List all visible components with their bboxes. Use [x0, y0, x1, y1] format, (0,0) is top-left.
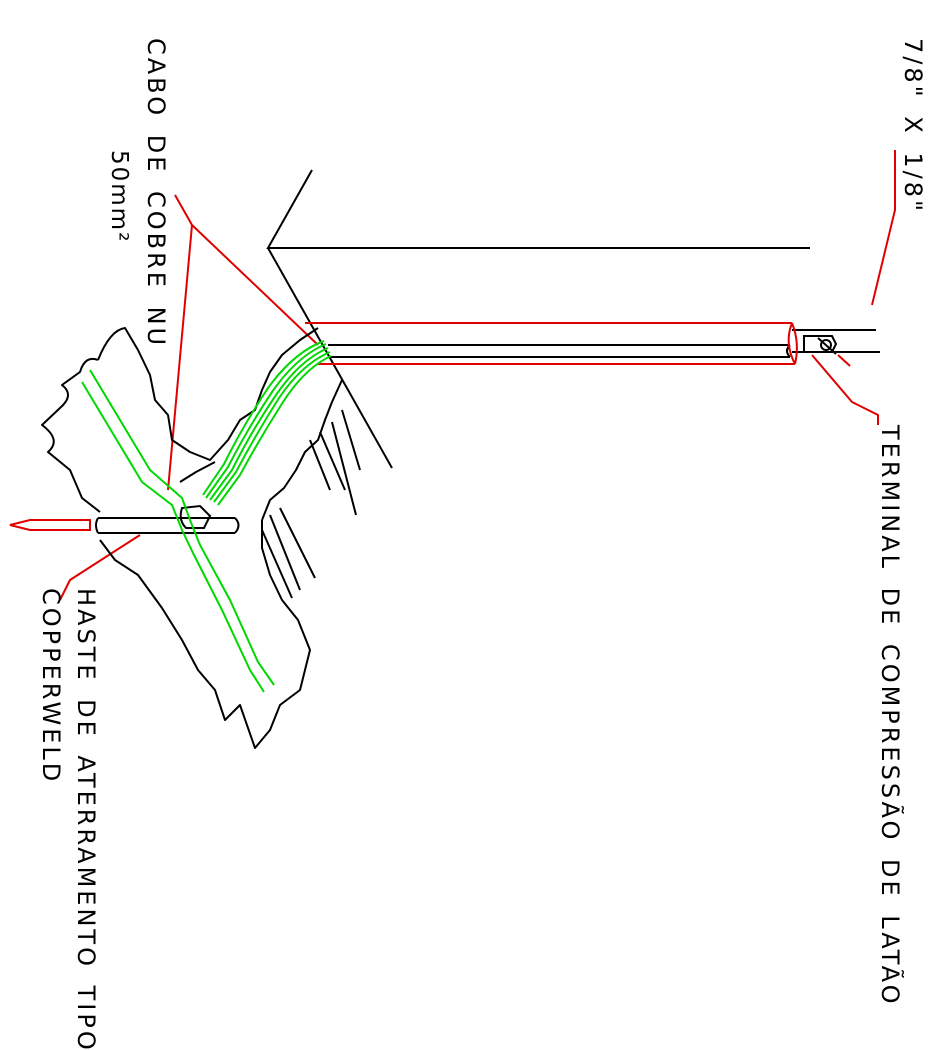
cable-label-line2: 50mm²: [106, 150, 132, 243]
support-outline: [266, 169, 810, 249]
dimension-leader: [871, 150, 896, 306]
ground-rod: [95, 504, 240, 534]
rod-tip: [9, 519, 91, 531]
rod-label-line2: COPPERWELD: [37, 588, 65, 784]
terminal-leader: [811, 354, 879, 425]
cable-leader-down: [167, 224, 193, 491]
rod-leader: [59, 534, 141, 601]
cable-label-line1: CABO DE COBRE NU: [142, 38, 170, 348]
dimension-label: 7/8" X 1/8": [899, 38, 927, 214]
leaders: [9, 150, 896, 601]
soil-outline: [41, 327, 343, 749]
cable-leader: [174, 194, 319, 346]
terminal-label: TERMINAL DE COMPRESSÃO DE LATÃO: [876, 424, 906, 1006]
structure: [261, 169, 810, 599]
copper-cable: [81, 340, 332, 693]
compression-terminal: [792, 329, 880, 355]
rod-label-line1: HASTE DE ATERRAMENTO TIPO: [72, 588, 100, 1050]
